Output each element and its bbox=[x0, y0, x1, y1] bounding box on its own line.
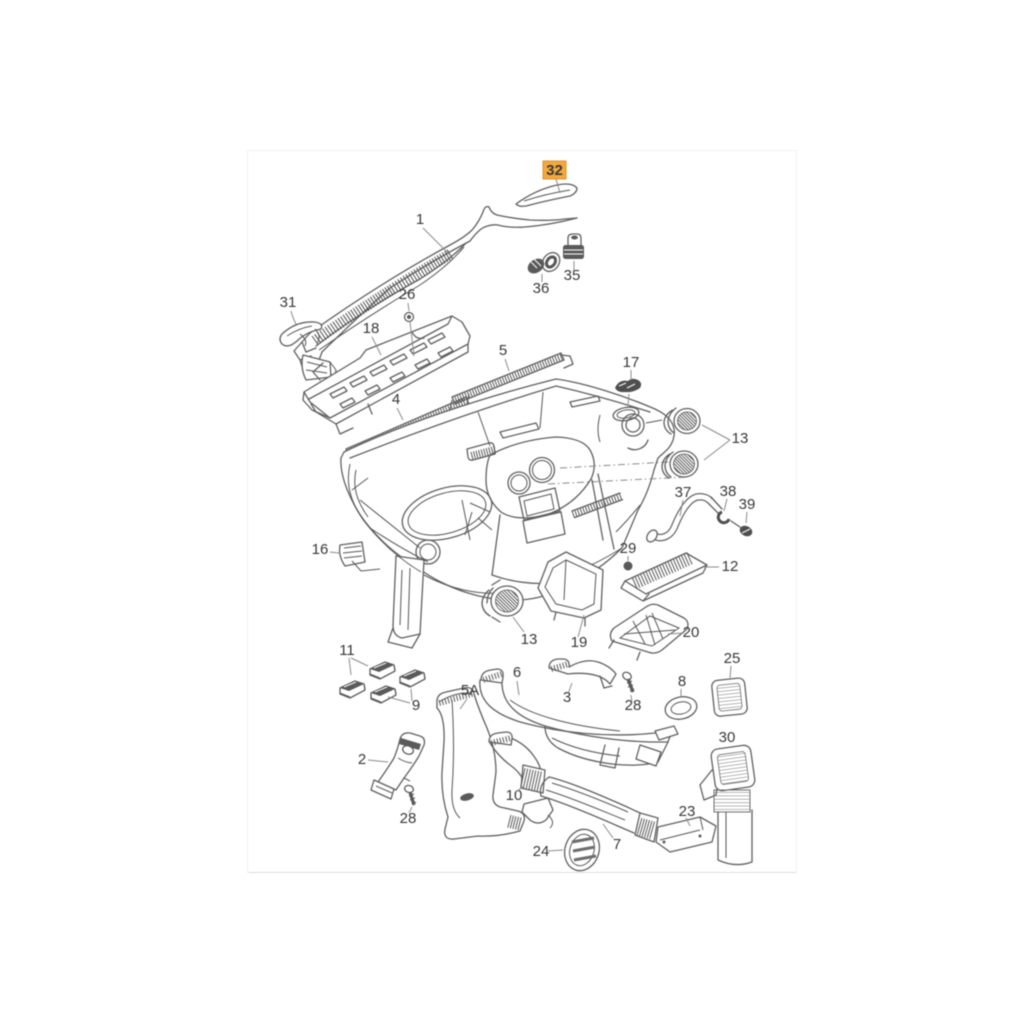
svg-text:31: 31 bbox=[280, 294, 297, 311]
svg-text:11: 11 bbox=[339, 642, 355, 659]
svg-text:4: 4 bbox=[392, 391, 400, 408]
svg-text:3: 3 bbox=[563, 689, 571, 706]
svg-text:30: 30 bbox=[719, 729, 736, 746]
svg-text:24: 24 bbox=[533, 843, 550, 860]
svg-text:5: 5 bbox=[499, 342, 507, 359]
svg-text:25: 25 bbox=[724, 650, 741, 667]
svg-text:7: 7 bbox=[613, 836, 621, 853]
svg-text:1: 1 bbox=[416, 211, 424, 228]
svg-text:6: 6 bbox=[513, 664, 521, 681]
svg-text:18: 18 bbox=[363, 320, 380, 337]
svg-text:10: 10 bbox=[506, 787, 523, 804]
svg-text:13: 13 bbox=[732, 430, 749, 447]
svg-text:9: 9 bbox=[412, 697, 420, 714]
svg-text:35: 35 bbox=[564, 267, 581, 284]
svg-text:17: 17 bbox=[623, 354, 640, 371]
svg-text:37: 37 bbox=[675, 484, 692, 501]
svg-text:29: 29 bbox=[620, 540, 637, 557]
svg-text:23: 23 bbox=[679, 803, 696, 820]
svg-text:26: 26 bbox=[399, 286, 416, 303]
svg-text:39: 39 bbox=[739, 496, 756, 513]
svg-text:36: 36 bbox=[533, 280, 550, 297]
svg-text:12: 12 bbox=[722, 558, 739, 575]
svg-text:8: 8 bbox=[678, 673, 686, 690]
svg-text:28: 28 bbox=[625, 697, 642, 714]
svg-text:5A: 5A bbox=[461, 682, 479, 699]
svg-text:38: 38 bbox=[720, 483, 737, 500]
svg-text:13: 13 bbox=[521, 631, 538, 648]
svg-text:16: 16 bbox=[312, 541, 329, 558]
svg-text:2: 2 bbox=[358, 751, 366, 768]
svg-text:19: 19 bbox=[571, 634, 588, 651]
svg-text:20: 20 bbox=[683, 624, 700, 641]
svg-text:32: 32 bbox=[546, 162, 563, 179]
svg-text:28: 28 bbox=[400, 810, 417, 827]
